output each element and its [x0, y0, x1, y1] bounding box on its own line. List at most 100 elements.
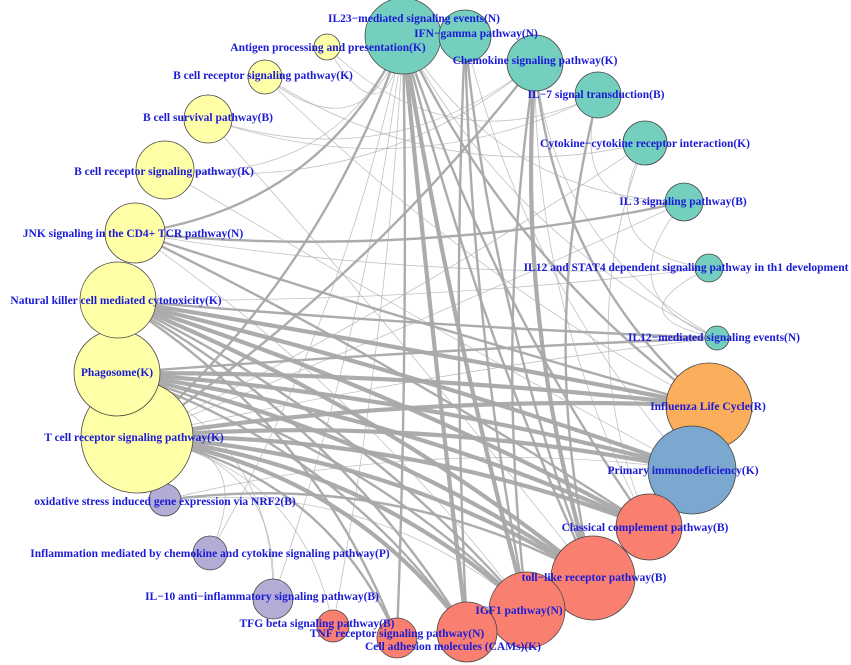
node-cam[interactable] — [436, 601, 498, 663]
node-classical[interactable] — [615, 493, 683, 561]
node-label-cytokine: Cytokine−cytokine receptor interaction(K… — [540, 138, 750, 150]
node-label-chemokine: Chemokine signaling pathway(K) — [453, 55, 618, 67]
node-label-nk: Natural killer cell mediated cytotoxicit… — [10, 295, 221, 307]
edge-jnk-il12stat4 — [134, 232, 710, 272]
node-il7[interactable] — [574, 71, 622, 119]
node-chemokine[interactable] — [506, 34, 564, 92]
edge-chemokine-toll — [528, 60, 596, 581]
edge-tcr-igf1 — [134, 434, 530, 613]
edge-chemokine-il12 — [534, 62, 718, 339]
edge-tnf-nk — [116, 298, 399, 640]
node-label-jnk: JNK signaling in the CD4+ TCR pathway(N) — [23, 228, 244, 240]
edge-il23-cam — [400, 33, 470, 635]
edge-ifng-toll — [463, 34, 595, 580]
node-label-bcr2: B cell receptor signaling pathway(K) — [74, 166, 254, 178]
edge-ifng-igf1 — [463, 34, 529, 612]
edge-bcr1-cytokine — [264, 76, 646, 158]
node-toll[interactable] — [550, 535, 636, 621]
node-label-tgfb: TFG beta signaling pathway(B) — [240, 618, 395, 630]
edge-nk-cam — [116, 298, 469, 634]
edge-antigen-il7 — [326, 46, 599, 122]
node-label-il23: IL23−mediated signaling events(N) — [328, 13, 500, 25]
node-label-primary: Primary immunodeficiency(K) — [607, 465, 758, 477]
edge-inflam-il23 — [209, 35, 404, 554]
edge-cam-phago — [115, 371, 469, 634]
edge-oxid-igf1 — [164, 496, 528, 611]
edge-nk-toll — [115, 297, 596, 581]
edge-tcr-cytokine — [136, 142, 646, 438]
edge-il3-tcr — [136, 201, 685, 438]
edge-oxid-toll — [163, 492, 595, 580]
edge-toll-bsurv — [207, 118, 594, 579]
labels-layer: IL23−mediated signaling events(N) IFN−gam… — [10, 13, 848, 653]
edge-phago-toll — [114, 370, 596, 581]
edge-jnk-il23 — [133, 34, 405, 235]
edge-ifng-primary — [464, 35, 693, 471]
node-label-bsurv: B cell survival pathway(B) — [143, 112, 273, 124]
node-label-influenza: Influenza Life Cycle(R) — [650, 401, 766, 413]
edge-il23-tnf — [395, 34, 407, 640]
node-label-il3: IL 3 signaling pathway(B) — [619, 196, 747, 208]
edge-chemokine-igf1 — [511, 61, 537, 612]
node-label-phago: Phagosome(K) — [81, 367, 153, 379]
edge-phago-igf1 — [115, 371, 529, 612]
node-ifng[interactable] — [438, 9, 492, 63]
edge-il23-toll — [401, 34, 595, 580]
node-igf1[interactable] — [488, 571, 566, 649]
node-label-cam: Cell adhesion molecules (CAMs)(K) — [365, 641, 541, 653]
node-label-igf1: IGF1 pathway(N) — [475, 605, 562, 617]
edge-classical-jnk — [133, 231, 651, 529]
node-label-classical: Classical complement pathway(B) — [562, 522, 729, 534]
node-label-tnf: TNF receptor signaling pathway(N) — [310, 628, 485, 640]
node-label-il10: IL−10 anti−inflammatory signaling pathwa… — [145, 591, 379, 603]
edge-cytokine-il12stat4 — [626, 142, 710, 269]
node-cytokine[interactable] — [622, 120, 668, 166]
node-label-il7: IL−7 signal transduction(B) — [528, 89, 665, 101]
node-primary[interactable] — [647, 425, 737, 515]
node-label-antigen: Antigen processing and presentation(K) — [230, 42, 426, 54]
node-label-toll: toll−like receptor pathway(B) — [522, 572, 667, 584]
node-label-il12: IL12−mediated signaling events(N) — [628, 332, 800, 344]
node-tnf[interactable] — [376, 617, 418, 659]
node-jnk[interactable] — [104, 202, 166, 264]
node-il3[interactable] — [664, 182, 704, 222]
edge-ifng-cam — [457, 34, 469, 634]
edge-phago-classical — [114, 370, 652, 530]
node-inflam[interactable] — [192, 535, 228, 571]
edge-jnk-il3 — [133, 200, 686, 243]
edge-nk-classical — [115, 297, 652, 530]
edge-jnk-influenza — [133, 231, 711, 408]
edge-il7-toll — [564, 93, 600, 580]
edge-nk-il12stat4 — [117, 267, 710, 301]
edge-bsurv-il7 — [207, 94, 599, 150]
node-label-il12stat4: IL12 and STAT4 dependent signaling pathw… — [524, 262, 849, 274]
edge-bcr2-chemokine — [164, 62, 536, 175]
node-label-oxid: oxidative stress induced gene expression… — [34, 496, 296, 508]
edge-igf1-nk — [116, 298, 529, 612]
edge-chemokine-classical — [534, 62, 650, 528]
node-bcr2[interactable] — [135, 140, 195, 200]
node-label-inflam: Inflammation mediated by chemokine and c… — [30, 548, 390, 560]
node-label-ifng: IFN−gamma pathway(N) — [414, 28, 538, 40]
node-il10[interactable] — [252, 578, 294, 620]
edge-il23-tgfb — [332, 35, 404, 627]
edge-tcr-influenza — [134, 400, 712, 440]
node-antigen[interactable] — [313, 33, 341, 61]
node-bcr1[interactable] — [247, 59, 283, 95]
node-bsurv[interactable] — [183, 94, 233, 144]
node-nk[interactable] — [79, 261, 157, 339]
edge-tcr-toll — [134, 434, 596, 581]
edge-chemokine-influenza — [533, 61, 711, 408]
edge-oxid-primary — [164, 457, 693, 501]
node-il12stat4[interactable] — [694, 253, 724, 283]
edge-influenza-bcr1 — [264, 76, 710, 407]
edge-il23-classical — [401, 34, 651, 529]
node-il12[interactable] — [704, 325, 730, 351]
edge-tcr-primary — [134, 428, 695, 473]
edge-bcr2-il23 — [164, 35, 404, 172]
edge-il23-il10 — [272, 35, 404, 600]
node-tgfb[interactable] — [316, 609, 350, 643]
edge-nk-primary — [115, 297, 695, 473]
edge-tcr-classical — [134, 434, 652, 530]
